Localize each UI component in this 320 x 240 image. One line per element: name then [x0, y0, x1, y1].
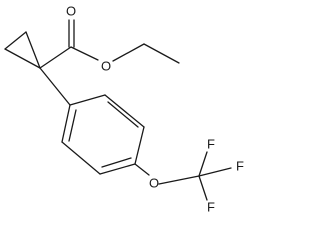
- cyclopropane-bond: [4, 48, 41, 69]
- methylene-to-methyl-bond: [143, 43, 180, 64]
- ring-to-ether-oxygen-bond: [134, 163, 150, 176]
- cyclopropane-bond: [25, 31, 41, 69]
- ether-oxygen-label: O: [149, 176, 159, 191]
- aromatic-inner-bond: [101, 157, 132, 168]
- fluorine-label-bottom: F: [207, 200, 215, 215]
- cyclopropane-ring: [4, 31, 41, 69]
- aromatic-bond: [61, 104, 71, 143]
- carbonyl-to-ester-oxygen-bond: [70, 46, 99, 61]
- ester-group: [39, 19, 180, 69]
- aromatic-bond: [134, 126, 145, 165]
- carbonyl-oxygen-label: O: [66, 4, 76, 19]
- quaternary-to-carbonyl-bond: [39, 46, 72, 69]
- aromatic-inner-bond: [107, 101, 139, 128]
- ether-oxygen-to-cf3-bond: [158, 175, 200, 185]
- ester-oxygen-to-methylene-bond: [112, 43, 145, 62]
- quaternary-to-ring-bond: [39, 67, 71, 106]
- cf3-to-fluorine-bond: [198, 167, 232, 177]
- aromatic-bond: [104, 94, 145, 128]
- cf3-to-fluorine-bond: [198, 151, 208, 177]
- trifluoromethoxy-group: [134, 151, 232, 201]
- aromatic-bond: [69, 94, 106, 106]
- molecule-structure: O O O F F F: [4, 4, 244, 215]
- cf3-to-fluorine-bond: [198, 175, 208, 201]
- cyclopropane-bond: [4, 31, 27, 50]
- aromatic-bond: [99, 163, 136, 175]
- aromatic-bond: [61, 141, 101, 175]
- aromatic-inner-bond: [68, 109, 77, 142]
- ester-oxygen-label: O: [101, 59, 111, 74]
- benzene-ring: [39, 67, 145, 175]
- fluorine-label-right: F: [236, 159, 244, 174]
- fluorine-label-top: F: [207, 137, 215, 152]
